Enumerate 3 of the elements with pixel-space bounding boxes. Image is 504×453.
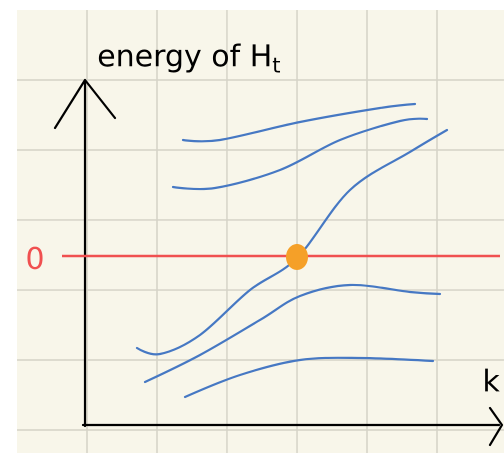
axis-label: k [485,368,500,392]
axis-label: 0 [27,246,43,270]
axis-label: energy of H$_{t}$ [98,43,280,73]
